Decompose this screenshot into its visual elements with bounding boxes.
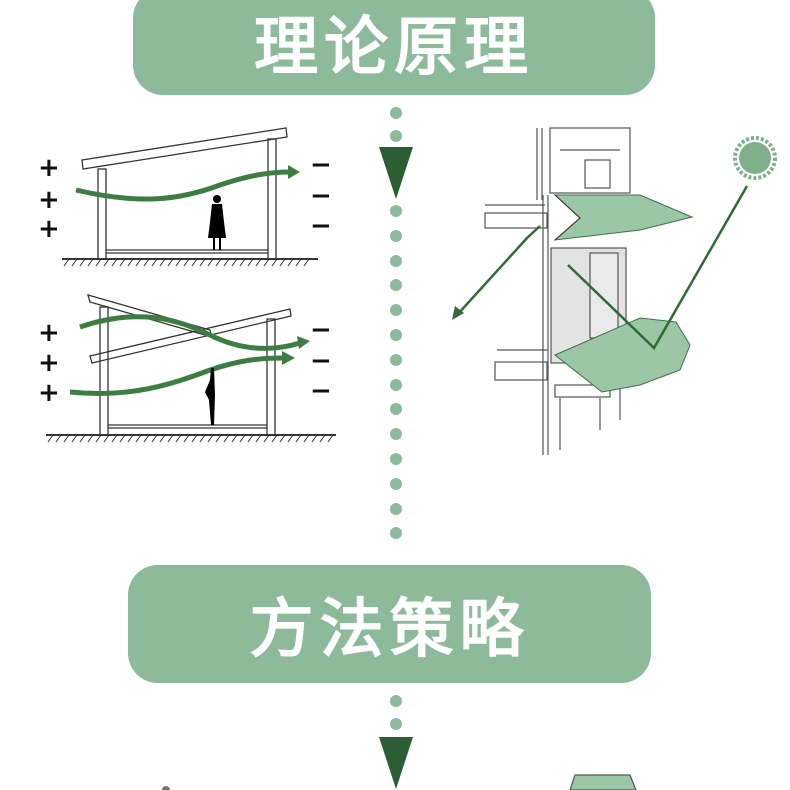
section-title-text: 方法策略 xyxy=(249,593,530,667)
connector-dot xyxy=(390,229,402,242)
airflow-arrowhead xyxy=(282,351,295,365)
airflow-arrow xyxy=(75,169,291,202)
connector-dot xyxy=(390,304,402,317)
shade-device-partial xyxy=(569,774,637,790)
pressure-high-sign: + xyxy=(38,185,60,215)
arrow-down-icon xyxy=(379,737,413,789)
connector-dot xyxy=(390,453,402,465)
pressure-high-sign: + xyxy=(38,318,60,348)
lower-shade xyxy=(554,317,691,393)
roof xyxy=(81,127,288,170)
arrow-down-icon xyxy=(379,147,413,199)
airflow-arrow-lower xyxy=(69,355,285,396)
connector-dot xyxy=(390,502,402,515)
pressure-low-sign: − xyxy=(310,181,332,211)
connector-dot xyxy=(390,403,402,416)
facade-structure xyxy=(484,127,631,455)
pressure-low-sign: − xyxy=(310,150,332,180)
person-silhouette xyxy=(208,195,226,250)
connector-dot xyxy=(390,279,402,292)
section-title-text: 理论原理 xyxy=(254,10,534,85)
reflected-ray xyxy=(567,185,749,351)
section-title-method: 方法策略 xyxy=(128,565,651,683)
pressure-high-sign: + xyxy=(38,348,60,378)
sun-icon xyxy=(733,136,777,180)
pressure-high-sign: + xyxy=(38,214,60,244)
connector-dot xyxy=(390,477,402,490)
connector-dot xyxy=(390,107,402,119)
person-silhouette xyxy=(205,368,215,425)
connector-dot xyxy=(390,329,402,341)
ground-hatch xyxy=(63,258,310,267)
section-title-theory: 理论原理 xyxy=(133,0,655,95)
airflow-arrowhead xyxy=(297,336,310,349)
roof-lower xyxy=(89,308,292,364)
airflow-arrowhead xyxy=(288,165,300,179)
connector-dot xyxy=(390,205,402,217)
figure-partial xyxy=(162,786,170,790)
connector-dot xyxy=(390,254,402,267)
ray-arrowhead xyxy=(452,306,464,320)
deflected-ray xyxy=(456,225,541,316)
pressure-high-sign: + xyxy=(38,153,60,183)
connector-dot xyxy=(390,353,402,366)
pressure-high-sign: + xyxy=(38,378,60,408)
pressure-low-sign: − xyxy=(310,315,332,345)
ground-hatch xyxy=(47,434,334,443)
connector-dot xyxy=(390,130,402,142)
connector-dot xyxy=(390,428,402,441)
pressure-low-sign: − xyxy=(310,346,332,376)
sunlight-rays xyxy=(456,185,749,351)
connector-dot xyxy=(390,695,402,707)
pressure-low-sign: − xyxy=(310,376,332,406)
connector-dot xyxy=(390,718,402,730)
pressure-low-sign: − xyxy=(310,211,332,241)
connector-dot xyxy=(390,527,402,540)
shading-devices xyxy=(553,194,694,393)
airflow-arrow-upper xyxy=(79,314,301,351)
connector-dot xyxy=(390,378,402,391)
